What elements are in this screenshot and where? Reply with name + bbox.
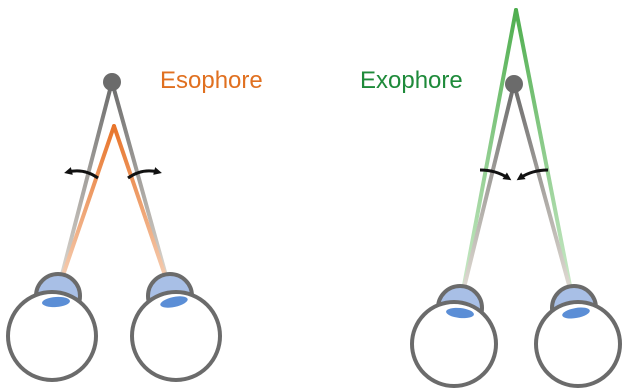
curved-arrow-icon [64, 167, 99, 180]
exophore-group: Exophore [360, 8, 622, 388]
curved-arrow-icon [479, 168, 512, 181]
exophore-gray-line-left [460, 82, 516, 298]
exophore-gray-line-right [512, 82, 574, 298]
curved-arrow-icon [127, 167, 162, 180]
esophore-label: Esophore [160, 67, 263, 94]
esophore-group: Esophore [6, 67, 263, 382]
esophore-gray-line-right [110, 80, 172, 292]
exophore-label: Exophore [360, 67, 463, 94]
fixation-point-icon [505, 75, 523, 93]
esophore-orange-line-left [56, 124, 116, 292]
eye-icon [534, 284, 622, 388]
esophore-gray-line-left [56, 80, 114, 292]
eye-icon [130, 272, 222, 382]
fixation-point-icon [103, 73, 121, 91]
exophore-green-line-left [460, 8, 518, 298]
eye-icon [6, 272, 98, 382]
curved-arrow-icon [516, 168, 549, 181]
exophore-green-line-right [514, 8, 574, 298]
eye-icon [410, 284, 498, 388]
esophore-orange-line-right [112, 124, 172, 292]
